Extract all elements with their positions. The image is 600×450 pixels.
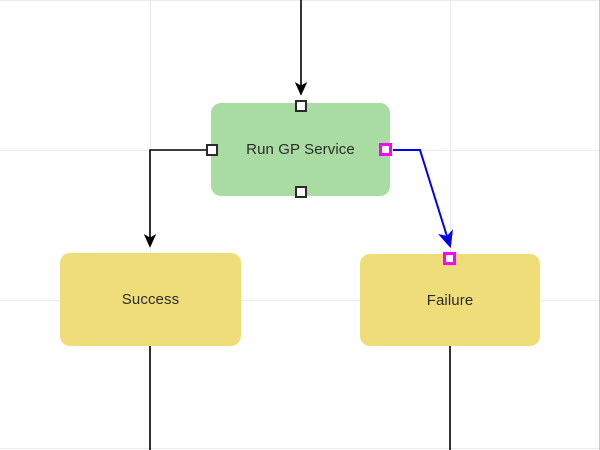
port-run-gp-service-top[interactable] [295, 100, 307, 112]
port-failure-top[interactable] [443, 252, 456, 265]
node-success[interactable]: Success [60, 253, 241, 346]
port-run-gp-service-right[interactable] [379, 143, 392, 156]
node-failure[interactable]: Failure [360, 254, 540, 346]
node-label: Run GP Service [246, 141, 355, 158]
node-label: Failure [426, 291, 474, 309]
node-run-gp-service[interactable]: Run GP Service [211, 103, 390, 196]
node-label: Success [121, 291, 180, 308]
port-run-gp-service-left[interactable] [206, 144, 218, 156]
port-run-gp-service-bottom[interactable] [295, 186, 307, 198]
